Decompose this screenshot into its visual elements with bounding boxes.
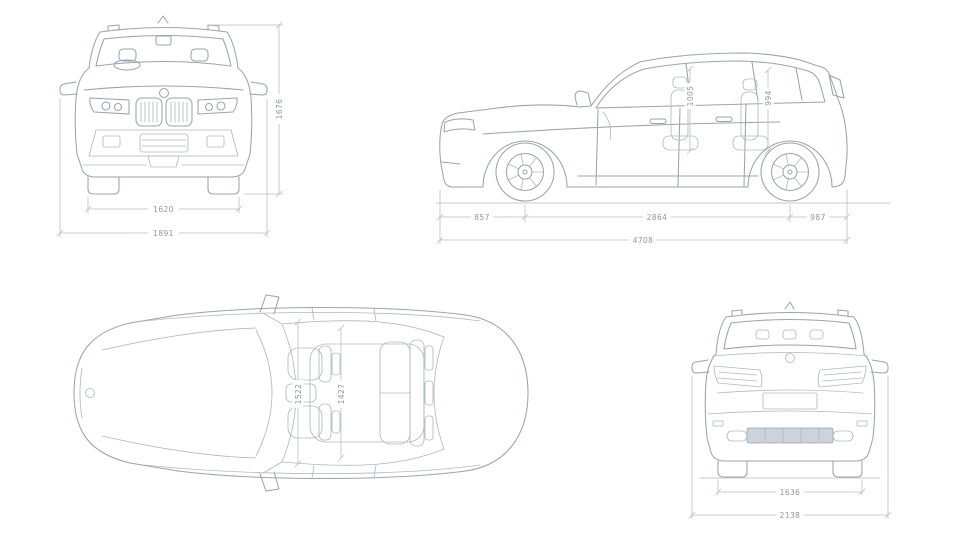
right-taillight [817, 365, 867, 388]
front-interior-width-dimension: 1522 [292, 318, 304, 468]
front-grille-lights [83, 85, 244, 127]
overall-length-label: 4708 [633, 236, 654, 245]
top-view-drawing: 1522 1427 [73, 294, 529, 492]
top-body-lines [79, 307, 481, 479]
front-overall-width-label: 1891 [153, 229, 174, 238]
left-headrest [118, 48, 137, 62]
wheelbase-label: 2864 [647, 213, 668, 222]
rear-car-outline [691, 301, 889, 478]
door-seams [595, 103, 747, 187]
right-exhaust [832, 430, 854, 442]
rear-right-wheel [832, 460, 863, 478]
bmw-roundel-logo [158, 87, 170, 99]
steering-wheel [113, 59, 141, 71]
side-car-outline [439, 52, 848, 188]
rear-headroom-label: 994 [764, 90, 773, 106]
roof-edges [281, 320, 445, 466]
rearview-mirror [155, 35, 172, 46]
front-car-outline [59, 15, 268, 195]
left-headlight [89, 97, 130, 115]
rear-interior-width-dimension: 1427 [335, 324, 347, 462]
roof-rails [107, 24, 220, 32]
rear-door-handle [715, 116, 733, 123]
front-headroom-dimension: 1005 [684, 65, 696, 155]
rear-window [723, 319, 857, 350]
side-front-wheel [495, 142, 555, 202]
front-left-wheel [87, 176, 120, 195]
bmw-roundel-logo [785, 353, 795, 363]
antenna-fin [784, 301, 795, 310]
windshield-base [255, 329, 273, 457]
rear-overhang-label: 987 [810, 213, 826, 222]
top-left-mirror [259, 294, 280, 315]
front-width-dimension: 1891 [56, 98, 271, 239]
character-line [482, 121, 781, 135]
front-track-width-label: 1620 [153, 205, 174, 214]
headlight [443, 118, 476, 133]
rear-left-wheel [717, 460, 748, 478]
rear-window [433, 336, 445, 450]
rear-track-width-label: 1636 [780, 488, 801, 497]
kidney-grille-right [165, 97, 193, 127]
tail-lamp [828, 74, 845, 99]
side-rear-wheel [760, 142, 820, 202]
front-view-drawing: 1620 1891 1676 [56, 15, 285, 239]
top-right-mirror [259, 471, 280, 492]
top-car-outline [73, 294, 529, 492]
front-interior-width-label: 1522 [294, 384, 303, 405]
front-height-label: 1676 [275, 99, 284, 120]
antenna-fin [157, 15, 169, 24]
front-door-handle [649, 118, 667, 125]
side-windows [595, 60, 826, 109]
top-interior-seats [285, 339, 434, 447]
lower-intake [139, 133, 189, 153]
side-view: 1005 994 857 2864 987 [428, 12, 898, 252]
side-length-dimensions: 857 2864 987 4708 [436, 189, 851, 246]
front-view: 1620 1891 1676 [56, 6, 286, 256]
left-exhaust [726, 430, 748, 442]
rear-view-drawing: 1636 2138 [688, 301, 892, 521]
license-plate [762, 392, 818, 410]
left-fog-light [102, 135, 121, 148]
rear-details [707, 329, 873, 444]
right-mirror [249, 81, 268, 96]
front-bumper-details [82, 101, 245, 168]
side-interior-seats [602, 76, 769, 151]
bmw-roundel-logo [85, 388, 95, 398]
left-mirror [691, 359, 710, 374]
front-right-wheel [207, 176, 240, 195]
side-mirror [574, 90, 592, 106]
rear-width-dimension: 2138 [688, 375, 892, 521]
front-windshield [95, 35, 232, 71]
kidney-grille-left [135, 97, 163, 127]
left-taillight [713, 365, 763, 388]
rear-overall-width-label: 2138 [780, 511, 801, 520]
rear-track-dimension: 1636 [714, 479, 866, 498]
right-headrest [190, 48, 209, 62]
rear-interior-width-label: 1427 [337, 384, 346, 405]
front-height-dimension: 1676 [210, 21, 285, 198]
side-view-drawing: 1005 994 857 2864 987 [435, 52, 891, 246]
right-mirror [870, 359, 889, 374]
roof-rails [731, 309, 849, 317]
front-track-dimension: 1620 [84, 196, 243, 215]
skid-plate [147, 155, 180, 168]
rear-diffuser [746, 427, 834, 444]
left-mirror [59, 81, 78, 96]
rear-headroom-dimension: 994 [762, 66, 774, 155]
rear-view: 1636 2138 [672, 292, 907, 542]
front-overhang-label: 857 [474, 213, 490, 222]
front-headroom-label: 1005 [686, 86, 695, 107]
right-fog-light [206, 135, 225, 148]
right-headlight [197, 97, 238, 115]
window-pillars [685, 61, 803, 104]
top-view: 1522 1427 [60, 288, 540, 518]
